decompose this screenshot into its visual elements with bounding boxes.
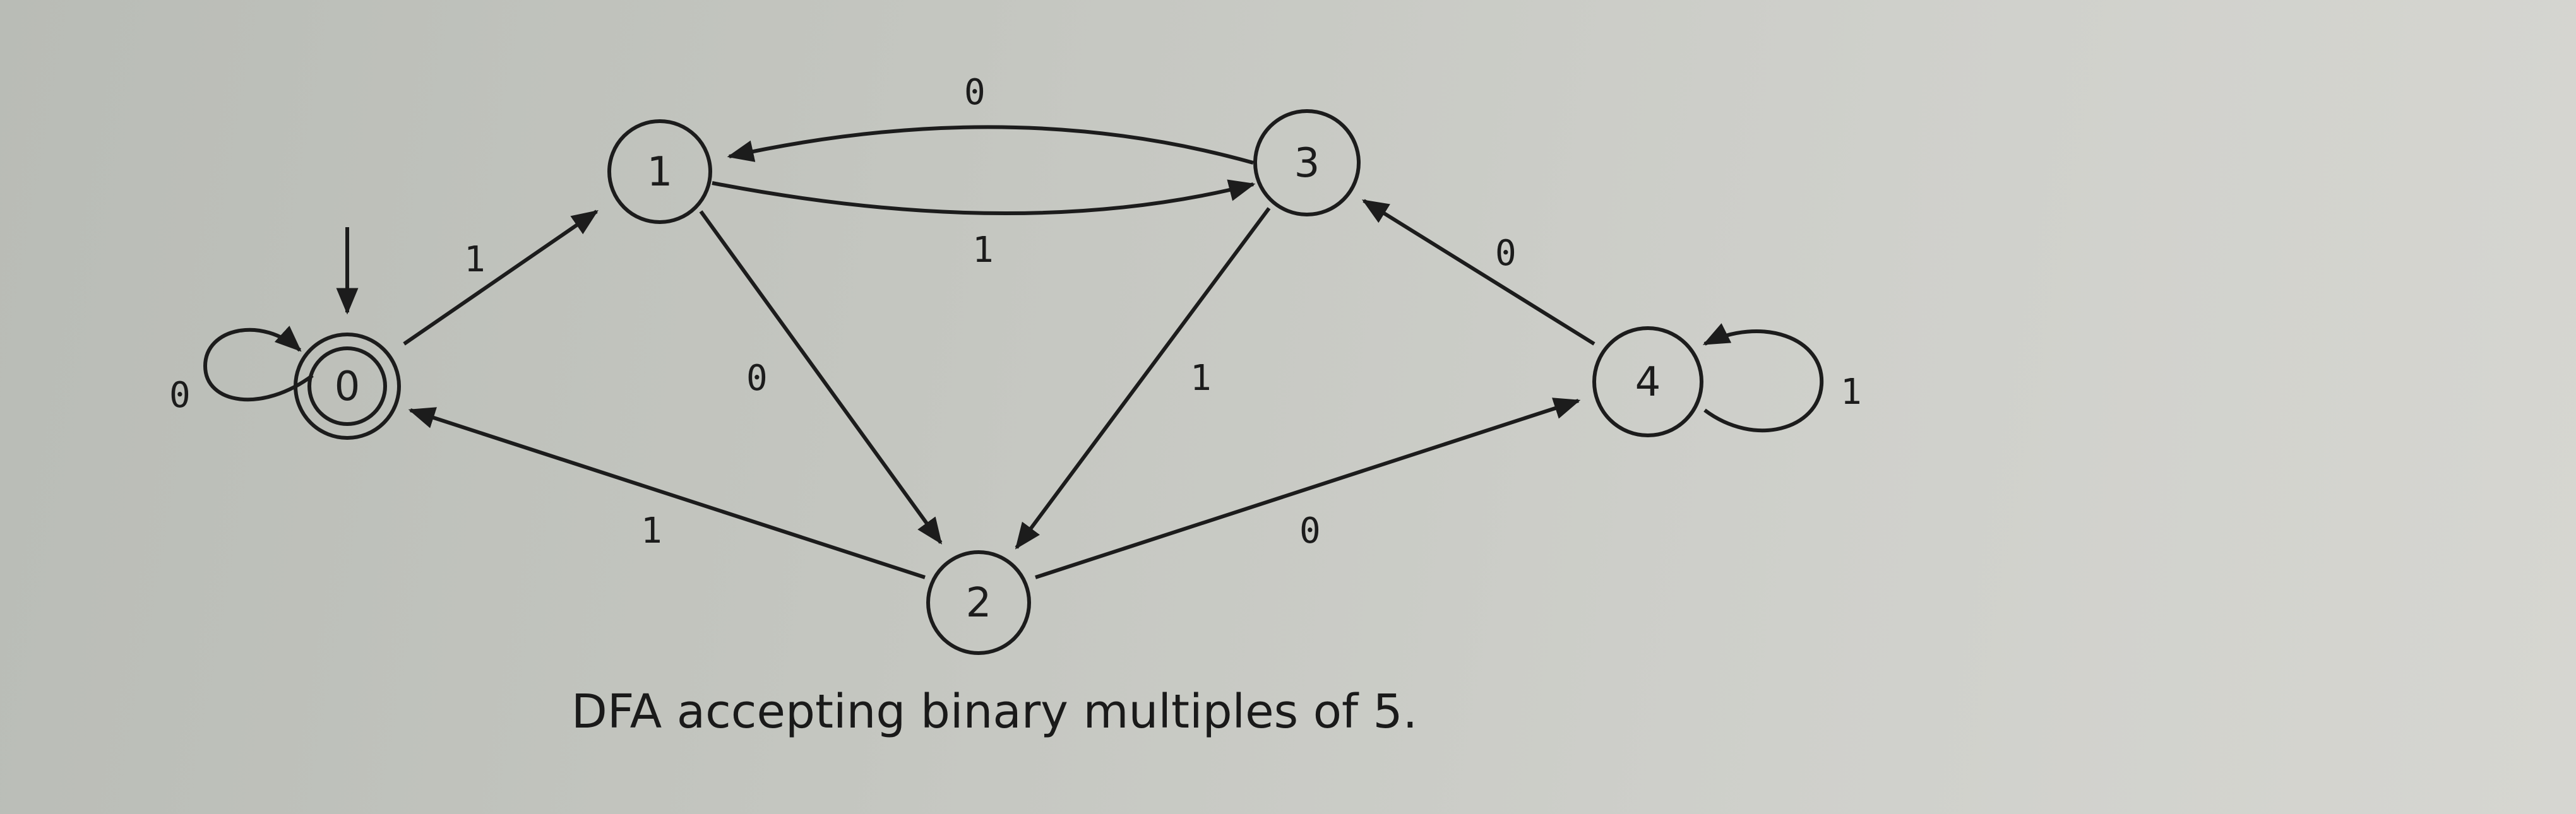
edge-3-to-1 <box>727 125 1254 165</box>
state-label-3: 3 <box>1294 140 1320 187</box>
edge-4-to-4 <box>1702 323 1824 433</box>
diagram-caption: DFA accepting binary multiples of 5. <box>571 685 1418 739</box>
state-3: 3 <box>1253 109 1361 216</box>
state-0: 0 <box>294 333 401 440</box>
edge-0-to-1 <box>403 209 599 346</box>
edge-2-to-0 <box>408 407 926 579</box>
edge-3-to-2 <box>1015 207 1271 550</box>
state-label-1: 1 <box>647 149 673 196</box>
state-label-4: 4 <box>1635 359 1661 406</box>
state-2: 2 <box>926 550 1031 655</box>
edge-label-2-to-4: 0 <box>1299 510 1321 552</box>
edge-label-3-to-1: 0 <box>964 72 986 113</box>
state-1: 1 <box>607 119 712 224</box>
state-4: 4 <box>1592 326 1703 437</box>
edge-1-to-3 <box>712 179 1256 215</box>
edge-label-0-to-1: 1 <box>464 239 486 280</box>
edge-0-to-0 <box>203 326 314 402</box>
edge-label-4-to-3: 0 <box>1495 233 1517 274</box>
edge-4-to-3 <box>1362 199 1595 346</box>
state-label-2: 2 <box>966 580 992 627</box>
edge-label-2-to-0: 1 <box>641 510 662 552</box>
edge-label-0-to-0: 0 <box>169 375 191 416</box>
edge-label-3-to-2: 1 <box>1190 358 1212 399</box>
edge-label-1-to-2: 0 <box>746 358 768 399</box>
edge-label-4-to-4: 1 <box>1840 372 1862 413</box>
edge-label-1-to-3: 1 <box>972 230 994 271</box>
edge-2-to-4 <box>1035 398 1581 579</box>
edge-1-to-2 <box>699 210 943 545</box>
state-label-0: 0 <box>335 363 361 410</box>
